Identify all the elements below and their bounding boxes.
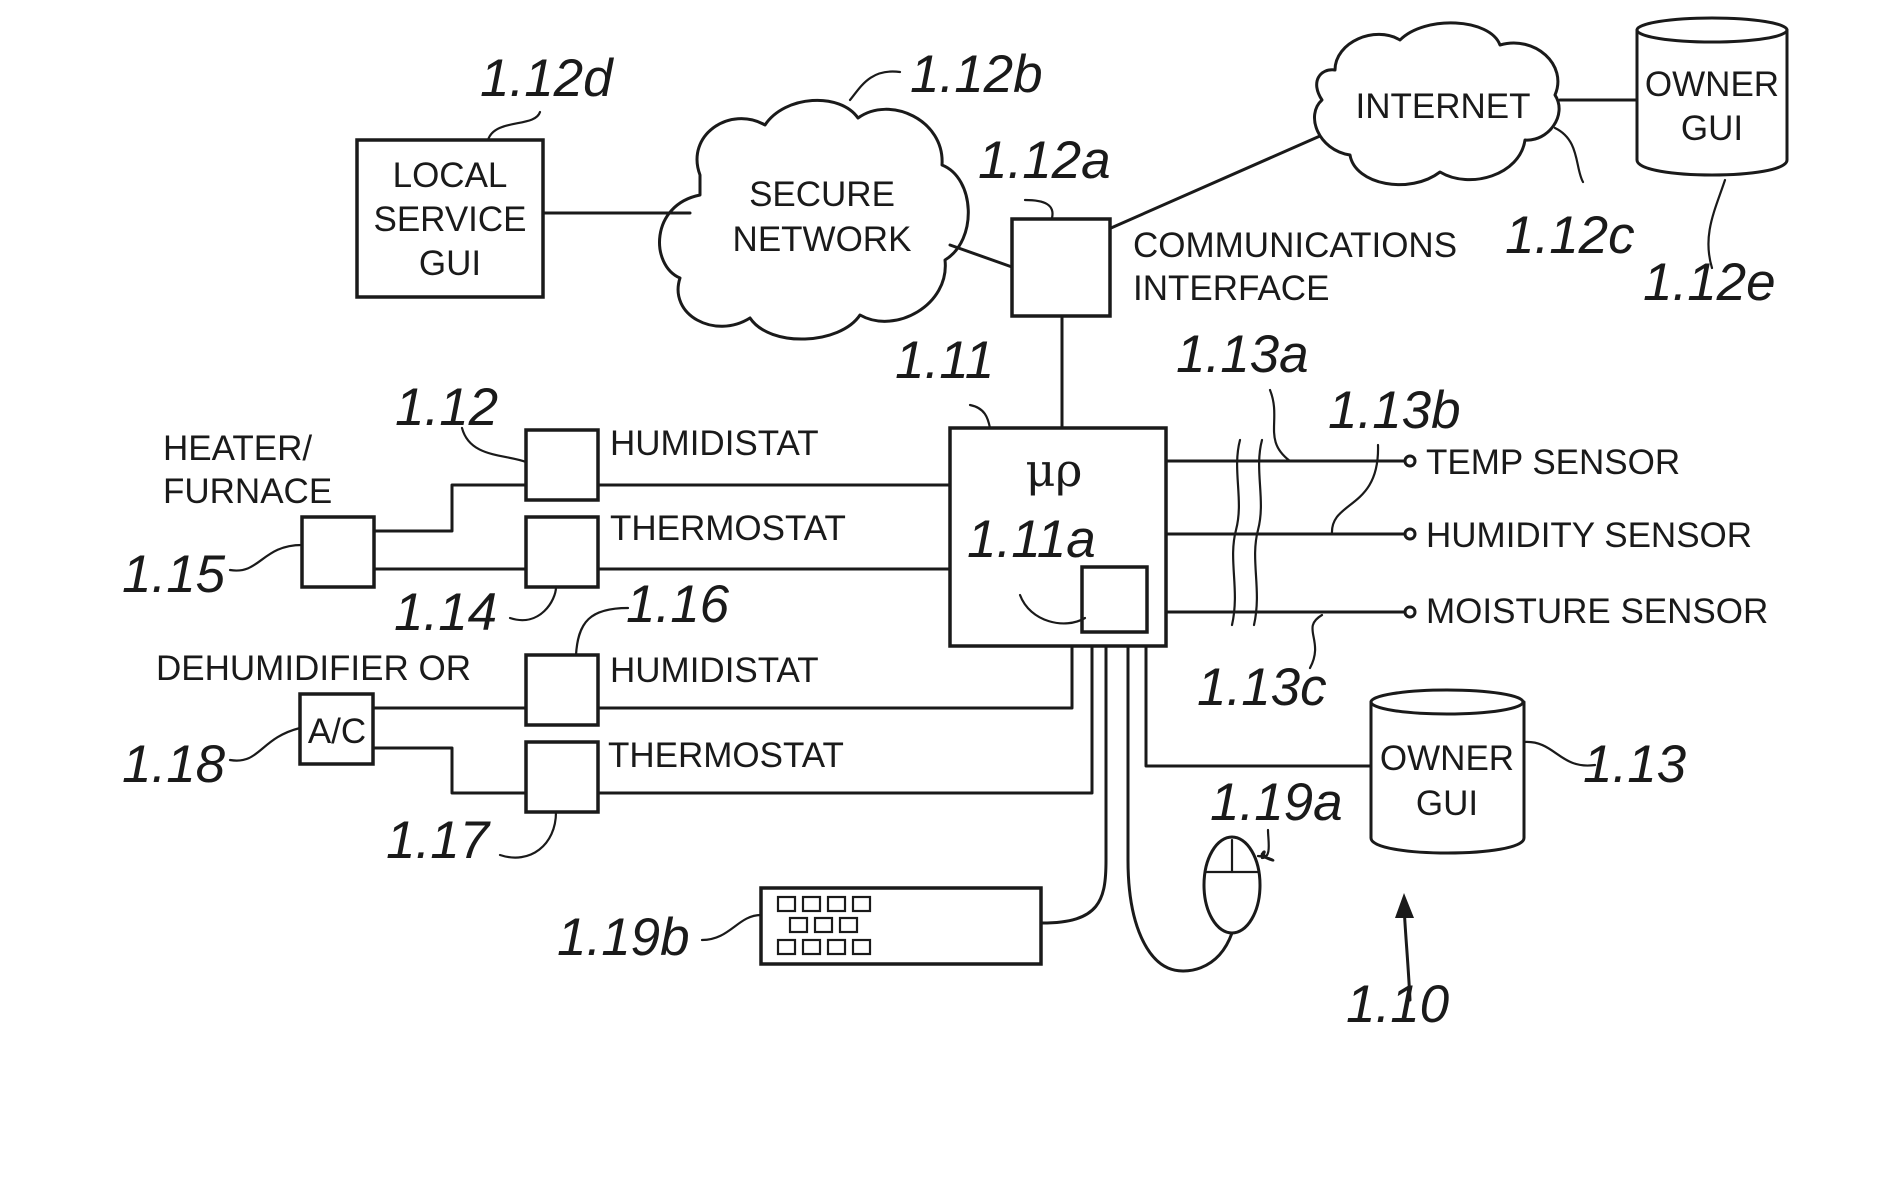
owner-gui-bottom-label-1: OWNER	[1380, 739, 1514, 778]
ref-1-19b: 1.19b	[557, 908, 690, 967]
thermostat-lower-label: THERMOSTAT	[608, 736, 844, 775]
ref-1-11a: 1.11a	[967, 510, 1096, 569]
heater-label-2: FURNACE	[163, 472, 332, 511]
ref-1-12: 1.12	[395, 378, 498, 437]
local-service-gui-label-2: SERVICE	[373, 200, 526, 239]
internet-cloud: INTERNET	[1315, 23, 1560, 185]
ref-1-13: 1.13	[1583, 735, 1687, 794]
humidity-sensor-label: HUMIDITY SENSOR	[1426, 516, 1752, 555]
humidistat-lower: HUMIDISTAT	[526, 651, 819, 725]
moisture-sensor-label: MOISTURE SENSOR	[1426, 592, 1768, 631]
ref-1-10: 1.10	[1346, 975, 1450, 1034]
ref-1-12d: 1.12d	[480, 49, 614, 108]
humidistat-upper: HUMIDISTAT	[526, 424, 819, 500]
ref-1-13a: 1.13a	[1176, 325, 1309, 384]
ref-1-12b: 1.12b	[910, 45, 1043, 104]
ref-1-18: 1.18	[122, 735, 226, 794]
keyboard-icon	[761, 888, 1041, 964]
ref-1-11: 1.11	[895, 331, 994, 390]
owner-gui-top-cylinder: OWNER GUI	[1637, 18, 1787, 175]
ac-label: A/C	[308, 712, 366, 751]
comm-interface-label-1: COMMUNICATIONS	[1133, 226, 1457, 265]
heater-label-1: HEATER/	[163, 429, 312, 468]
thermostat-lower: THERMOSTAT	[526, 736, 844, 812]
thermostat-upper-label: THERMOSTAT	[610, 509, 846, 548]
local-service-gui-label-3: GUI	[419, 244, 481, 283]
owner-gui-bottom-label-2: GUI	[1416, 784, 1478, 823]
owner-gui-top-label-1: OWNER	[1645, 65, 1779, 104]
memory-box	[1082, 567, 1147, 632]
ref-1-15: 1.15	[122, 545, 226, 604]
temp-sensor-label: TEMP SENSOR	[1426, 443, 1680, 482]
ref-1-13b: 1.13b	[1328, 381, 1461, 440]
comm-interface-label-2: INTERFACE	[1133, 269, 1329, 308]
secure-network-cloud: SECURE NETWORK	[660, 100, 969, 339]
mouse-icon	[1204, 837, 1260, 933]
dehumidifier-label: DEHUMIDIFIER OR	[156, 649, 471, 688]
owner-gui-bottom-cylinder: OWNER GUI	[1371, 690, 1524, 853]
local-service-gui-label-1: LOCAL	[393, 156, 508, 195]
communications-interface-box: COMMUNICATIONS INTERFACE	[1012, 219, 1457, 316]
ref-1-12c: 1.12c	[1505, 206, 1635, 265]
humidistat-lower-label: HUMIDISTAT	[610, 651, 819, 690]
ref-1-12e: 1.12e	[1643, 253, 1776, 312]
ref-1-14: 1.14	[394, 583, 497, 642]
humidistat-upper-label: HUMIDISTAT	[610, 424, 819, 463]
ref-1-17: 1.17	[386, 811, 492, 870]
ref-1-13c: 1.13c	[1197, 658, 1327, 717]
ref-1-12a: 1.12a	[978, 131, 1111, 190]
secure-network-label-1: SECURE	[749, 175, 895, 214]
local-service-gui-box: LOCAL SERVICE GUI	[357, 140, 543, 297]
secure-network-label-2: NETWORK	[733, 220, 912, 259]
ref-1-19a: 1.19a	[1210, 773, 1343, 832]
ref-1-16: 1.16	[626, 575, 730, 634]
internet-label: INTERNET	[1356, 87, 1531, 126]
microprocessor-label: μρ	[1026, 443, 1083, 497]
owner-gui-top-label-2: GUI	[1681, 109, 1743, 148]
